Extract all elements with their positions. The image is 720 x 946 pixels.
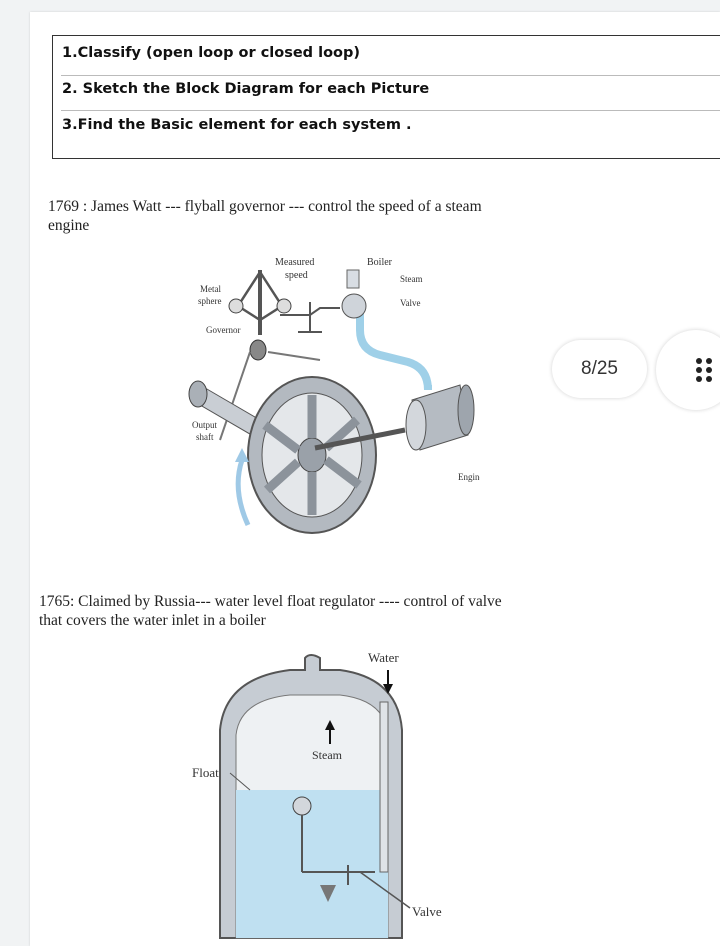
engine-cylinder-back — [457, 384, 475, 436]
flyball-caption: 1769 : James Watt --- flyball governor -… — [48, 197, 482, 235]
label-engine: Engine — [458, 472, 480, 482]
label-speed: speed — [285, 270, 308, 281]
float-pointer — [229, 772, 251, 791]
label-metal: Metal — [200, 284, 221, 294]
label-water: Water — [368, 650, 399, 665]
label-boiler: Boiler — [367, 257, 393, 268]
task-2: 2. Sketch the Block Diagram for each Pic… — [62, 81, 430, 97]
lever-support — [320, 885, 336, 902]
task-3: 3.Find the Basic element for each system… — [62, 117, 412, 133]
float-regulator-caption: 1765: Claimed by Russia--- water level f… — [39, 592, 502, 630]
float-regulator-figure: Water Steam Float Valve — [192, 650, 442, 939]
flyball-governor-figure: Measured speed Boiler Steam Valve Metal … — [188, 257, 480, 534]
page-indicator-text: 8/25 — [581, 358, 618, 379]
more-options-button[interactable] — [656, 330, 720, 410]
metal-sphere-right — [276, 298, 292, 314]
governor-arms — [236, 269, 284, 322]
rotation-arrow — [235, 459, 251, 527]
document-page: 1.Classify (open loop or closed loop) 2.… — [30, 12, 720, 946]
label-shaft: shaft — [196, 432, 214, 442]
label-steam: Steam — [400, 274, 423, 284]
label-steam: Steam — [312, 748, 343, 762]
task-divider — [61, 75, 720, 76]
water-inlet-pipe — [379, 701, 389, 873]
valve-body — [341, 293, 367, 319]
task-divider — [61, 110, 720, 111]
flywheel-spoke — [263, 458, 302, 494]
page-indicator: 8/25 — [552, 340, 647, 398]
rotation-arrowhead — [235, 448, 249, 462]
label-governor: Governor — [206, 325, 241, 335]
float-ball — [292, 796, 312, 816]
task-box: 1.Classify (open loop or closed loop) 2.… — [52, 35, 720, 159]
task-1: 1.Classify (open loop or closed loop) — [62, 45, 361, 61]
drive-belt — [219, 351, 321, 441]
flywheel-spoke — [262, 421, 301, 454]
float-caption-line-1: 1765: Claimed by Russia--- water level f… — [39, 593, 502, 610]
engine-cylinder-end — [405, 399, 427, 451]
label-valve: Valve — [400, 298, 421, 308]
shaft-end — [188, 380, 208, 408]
label-output: Output — [192, 420, 218, 430]
float-caption-line-2: that covers the water inlet in a boiler — [39, 612, 266, 629]
boiler-water — [236, 790, 388, 938]
label-sphere: sphere — [198, 296, 222, 306]
flywheel-spoke — [323, 456, 362, 489]
label-float: Float — [192, 765, 219, 780]
label-measured: Measured — [275, 257, 314, 268]
boiler-pipe — [346, 269, 360, 289]
flyball-caption-line-1: 1769 : James Watt --- flyball governor -… — [48, 198, 482, 215]
water-arrowhead — [383, 684, 393, 694]
flyball-caption-line-2: engine — [48, 217, 90, 234]
steam-arrowhead — [325, 720, 335, 730]
metal-sphere-left — [228, 298, 244, 314]
valve-pointer — [359, 871, 411, 909]
connecting-rod — [314, 427, 406, 451]
flywheel-hub — [297, 437, 327, 473]
label-valve: Valve — [412, 904, 442, 919]
steam-pipe — [356, 300, 432, 391]
governor-linkage — [280, 307, 340, 316]
governor-gear — [249, 339, 267, 361]
